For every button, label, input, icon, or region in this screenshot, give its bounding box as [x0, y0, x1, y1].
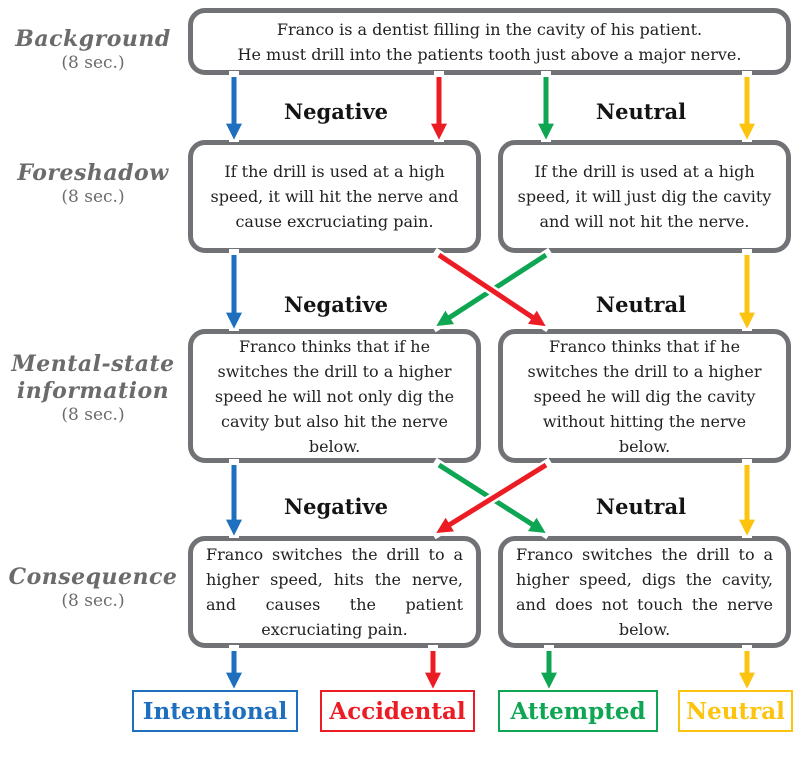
- mental-state-negative-box: Franco thinks that if he switches the dr…: [188, 329, 481, 463]
- background-line1: Franco is a dentist filling in the cavit…: [276, 19, 703, 39]
- mental-state-negative-text: Franco thinks that if he switches the dr…: [214, 336, 455, 456]
- arrow-casing: [430, 247, 554, 333]
- background-text: Franco is a dentist filling in the cavit…: [238, 17, 742, 67]
- outcome-attempted-label: Attempted: [510, 697, 646, 725]
- outcome-accidental-box: Accidental: [320, 690, 475, 732]
- foreshadow-negative-box: If the drill is used at a high speed, it…: [188, 140, 481, 253]
- red-cross-arrow-row3: [436, 462, 548, 533]
- outcome-neutral-label: Neutral: [686, 697, 785, 725]
- consequence-negative-box: Franco switches the drill to a higher sp…: [188, 536, 481, 648]
- stage-label-mental-state: Mental-state information (8 sec.): [2, 351, 184, 426]
- outcome-neutral-box: Neutral: [678, 690, 793, 732]
- condition-label-negative-row3: Negative: [283, 494, 389, 519]
- arrow-casing: [431, 457, 552, 540]
- red-cross-arrow-row2: [437, 252, 546, 327]
- arrow-casing: [430, 457, 554, 540]
- stage-name: Background: [15, 26, 171, 52]
- condition-label-neutral-row2: Neutral: [595, 292, 687, 317]
- stage-duration: (8 sec.): [61, 53, 125, 73]
- mental-state-neutral-box: Franco thinks that if he switches the dr…: [498, 329, 791, 463]
- stage-name: Mental-state information: [11, 351, 175, 404]
- stage-name: Foreshadow: [17, 160, 169, 186]
- stage-duration: (8 sec.): [61, 187, 125, 207]
- condition-label-neutral-row1: Neutral: [595, 99, 687, 124]
- foreshadow-neutral-box: If the drill is used at a high speed, it…: [498, 140, 791, 253]
- outcome-intentional-label: Intentional: [142, 697, 288, 725]
- stage-label-foreshadow: Foreshadow (8 sec.): [2, 160, 184, 208]
- stage-name: Consequence: [8, 564, 178, 590]
- outcome-intentional-box: Intentional: [132, 690, 298, 732]
- arrow-casing: [431, 247, 552, 333]
- consequence-neutral-text: Franco switches the drill to a higher sp…: [516, 545, 773, 639]
- stage-label-consequence: Consequence (8 sec.): [2, 564, 184, 612]
- foreshadow-neutral-text: If the drill is used at a high speed, it…: [517, 162, 772, 231]
- stage-duration: (8 sec.): [61, 405, 125, 425]
- green-cross-arrow-row3: [437, 462, 546, 534]
- consequence-negative-text: Franco switches the drill to a higher sp…: [206, 545, 463, 639]
- condition-label-negative-row1: Negative: [283, 99, 389, 124]
- condition-label-negative-row2: Negative: [283, 292, 389, 317]
- condition-label-neutral-row3: Neutral: [595, 494, 687, 519]
- stage-label-background: Background (8 sec.): [2, 26, 184, 74]
- background-box: Franco is a dentist filling in the cavit…: [188, 8, 791, 75]
- mental-state-neutral-text: Franco thinks that if he switches the dr…: [527, 336, 762, 456]
- background-line2: He must drill into the patients tooth ju…: [237, 44, 742, 64]
- outcome-accidental-label: Accidental: [329, 697, 466, 725]
- foreshadow-negative-text: If the drill is used at a high speed, it…: [210, 162, 459, 231]
- consequence-neutral-box: Franco switches the drill to a higher sp…: [498, 536, 791, 648]
- outcome-attempted-box: Attempted: [498, 690, 658, 732]
- stage-duration: (8 sec.): [61, 591, 125, 611]
- green-cross-arrow-row2: [436, 252, 548, 327]
